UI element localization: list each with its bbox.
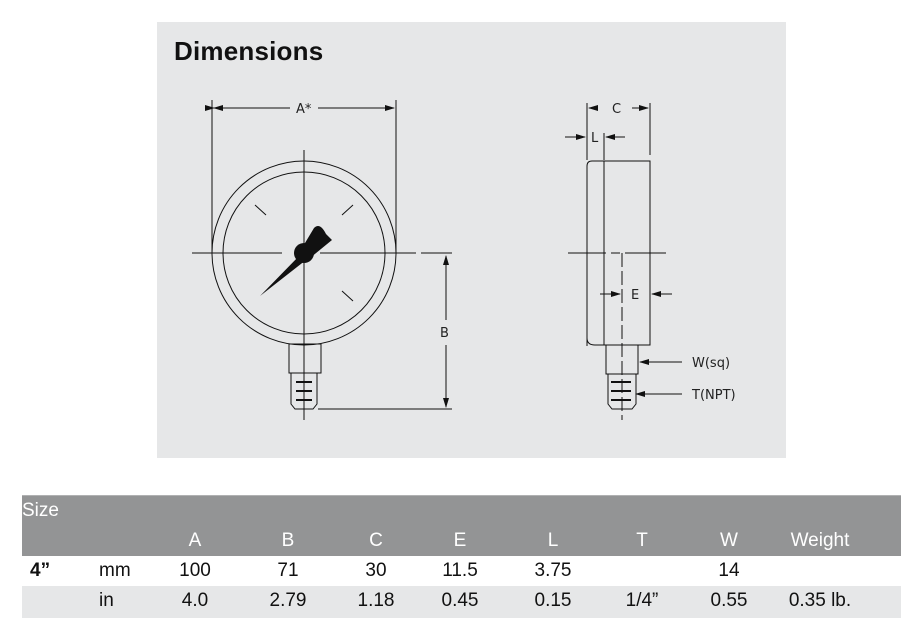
dimensions-table: Size A B C E L T W Weight 4” mm 100 71 3…: [22, 495, 901, 618]
col-header-e: E: [453, 530, 467, 551]
value-l: 0.15: [534, 590, 572, 611]
panel-title: Dimensions: [174, 36, 324, 66]
value-c: 1.18: [357, 590, 395, 611]
value-b: 71: [277, 560, 299, 581]
value-b: 2.79: [269, 590, 307, 611]
col-header-w: W: [720, 530, 738, 551]
table-row: 4” mm 100 71 30 11.5 3.75 14: [22, 556, 901, 586]
label-c: C: [612, 102, 621, 117]
unit-cell: in: [99, 590, 114, 611]
col-header-t: T: [636, 530, 648, 551]
table-header: Size A B C E L T W Weight: [22, 495, 901, 556]
value-a: 100: [179, 560, 211, 581]
col-header-c: C: [369, 530, 383, 551]
unit-cell: mm: [99, 560, 131, 581]
col-header-l: L: [547, 530, 559, 551]
label-w: W(sq): [692, 356, 730, 371]
label-b: B: [440, 326, 449, 341]
label-t: T(NPT): [691, 388, 736, 403]
value-e: 0.45: [441, 590, 479, 611]
gauge-needle: [260, 226, 332, 296]
dimensions-panel: Dimensions: [157, 22, 786, 458]
side-view: [565, 103, 682, 420]
value-t: 1/4”: [625, 590, 659, 611]
label-e: E: [631, 288, 639, 303]
value-a: 4.0: [181, 590, 209, 611]
col-header-a: A: [188, 530, 202, 551]
label-a: A*: [296, 102, 312, 117]
size-header: Size: [22, 500, 59, 521]
value-w: 14: [718, 560, 740, 581]
value-c: 30: [365, 560, 387, 581]
gauge-dimension-drawing: A* B C L E W(sq) T(NPT): [192, 100, 736, 420]
value-w: 0.55: [710, 590, 748, 611]
table-row: in 4.0 2.79 1.18 0.45 0.15 1/4” 0.55 0.3…: [22, 586, 901, 618]
col-header-b: B: [281, 530, 295, 551]
col-header-weight: Weight: [790, 530, 850, 551]
value-weight: 0.35 lb.: [788, 590, 852, 611]
size-cell: 4”: [30, 560, 51, 581]
value-e: 11.5: [442, 560, 478, 581]
label-l: L: [591, 131, 599, 146]
value-l: 3.75: [534, 560, 572, 581]
front-view: [192, 100, 452, 420]
